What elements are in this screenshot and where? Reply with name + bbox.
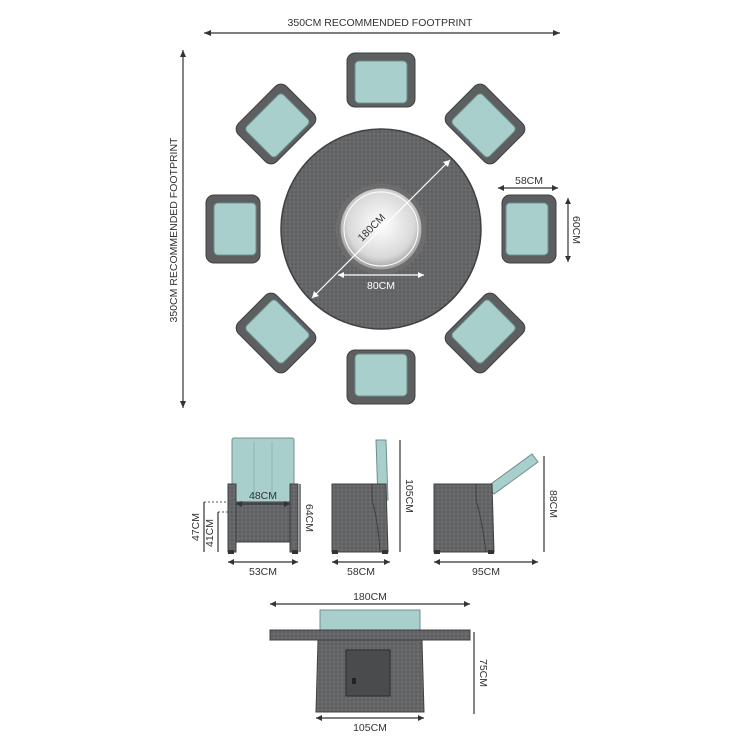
footprint-height-label: 350CM RECOMMENDED FOOTPRINT bbox=[168, 137, 180, 323]
plan-view: 180CM 80CM 58CM 60CM bbox=[205, 52, 582, 405]
plan-chair-north bbox=[346, 52, 416, 108]
plan-chair-southwest bbox=[235, 292, 317, 374]
chair-seat-height-top-label: 47CM bbox=[190, 513, 202, 541]
firepit-diameter-label: 80CM bbox=[367, 280, 395, 292]
plan-chair-south bbox=[346, 349, 416, 405]
plan-chair-southeast bbox=[444, 292, 526, 374]
plan-chair-width-label: 58CM bbox=[515, 175, 543, 187]
chair-side-elevation: 105CM 58CM bbox=[331, 439, 415, 578]
plan-chair-northwest bbox=[235, 83, 317, 165]
plan-chair-depth-label: 60CM bbox=[570, 216, 582, 244]
chair-seat-width-label: 48CM bbox=[249, 490, 277, 502]
table-firepit-cover bbox=[319, 609, 421, 633]
footprint-width-dimension: 350CM RECOMMENDED FOOTPRINT bbox=[204, 17, 560, 36]
footprint-height-dimension: 350CM RECOMMENDED FOOTPRINT bbox=[168, 50, 186, 408]
chair-recline-depth-label: 95CM bbox=[472, 566, 500, 578]
chair-recline-elevation: 88CM 95CM bbox=[433, 453, 559, 578]
table-height-label: 75CM bbox=[477, 659, 489, 687]
chair-seat-height-label: 41CM bbox=[204, 519, 216, 547]
plan-chair-west bbox=[205, 194, 261, 264]
firepit-diameter-dimension: 80CM bbox=[338, 272, 424, 292]
footprint-width-label: 350CM RECOMMENDED FOOTPRINT bbox=[288, 17, 474, 29]
chair-side-height-label: 105CM bbox=[403, 479, 415, 513]
plan-chair-depth-dimension: 60CM bbox=[565, 198, 582, 262]
table-top-width-label: 180CM bbox=[353, 591, 387, 603]
chair-front-elevation: 48CM 47CM 41CM 64CM 53CM bbox=[190, 437, 315, 578]
plan-chair-east bbox=[501, 194, 557, 264]
plan-chair-width-dimension: 58CM bbox=[498, 175, 558, 191]
table-gas-door bbox=[345, 649, 391, 697]
chair-arm-height-label: 64CM bbox=[303, 504, 315, 532]
plan-chair-northeast bbox=[444, 83, 526, 165]
chair-recline-height-label: 88CM bbox=[547, 490, 559, 518]
chair-side-depth-label: 58CM bbox=[347, 566, 375, 578]
table-elevation: 180CM 75CM 105CM bbox=[269, 591, 489, 734]
table-base-width-label: 105CM bbox=[353, 722, 387, 734]
chair-overall-width-label: 53CM bbox=[249, 566, 277, 578]
